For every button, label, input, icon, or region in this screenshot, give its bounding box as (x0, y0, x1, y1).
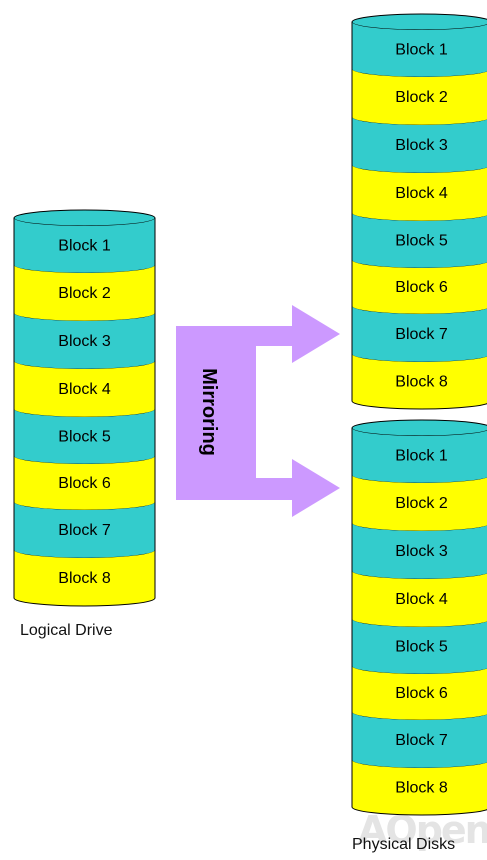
physical-disk-2-block-7-label: Block 7 (395, 732, 448, 749)
mirroring-arrow: Mirroring (176, 305, 340, 517)
logical-drive-block-2-band (14, 265, 155, 321)
physical-disk-1-block-6-label: Block 6 (395, 279, 448, 296)
physical-disk-1-block-1-band (352, 22, 487, 77)
logical-drive-label: Logical Drive (20, 622, 113, 639)
physical-disk-1-block-3-label: Block 3 (395, 137, 448, 154)
physical-disk-1-block-2-label: Block 2 (395, 89, 448, 106)
physical-disk-2-top-cap (351, 419, 487, 437)
physical-disk-1-block-8-band (352, 354, 487, 409)
physical-disk-1-block-6-band (352, 260, 487, 314)
mirroring-label: Mirroring (198, 368, 220, 456)
physical-disk-2-block-8-band (352, 760, 487, 815)
physical-disk-2-block-2-band (352, 475, 487, 531)
logical-drive-block-2-label: Block 2 (58, 285, 111, 302)
physical-disk-2-cylinder: Block 1 Block 2 Block 3 Block 4 Block 5 Block… (351, 419, 487, 816)
logical-drive-block-1-band (14, 218, 155, 273)
physical-disk-1-block-5-label: Block 5 (395, 233, 448, 250)
physical-disks-label: Physical Disks (352, 836, 456, 853)
physical-disk-1-block-7-label: Block 7 (395, 326, 448, 343)
physical-disk-2-block-3-band (352, 523, 487, 579)
logical-drive-cylinder: Block 1 Block 2 Block 3 Block 4 Block 5 Block… (13, 209, 156, 607)
physical-disk-2-block-8-divider (351, 806, 487, 816)
physical-disk-2-block-6-label: Block 6 (395, 685, 448, 702)
mirroring-arrow-shape (176, 305, 340, 517)
physical-disk-2-block-5-label: Block 5 (395, 639, 448, 656)
physical-disk-1-block-1-label: Block 1 (395, 42, 448, 59)
logical-drive-block-1-label: Block 1 (58, 238, 111, 255)
physical-disk-1-block-8-divider (351, 400, 487, 410)
physical-disk-1-block-8-label: Block 8 (395, 374, 448, 391)
logical-drive-block-3-band (14, 313, 155, 369)
physical-disk-1-cylinder: Block 1 Block 2 Block 3 Block 4 Block 5 Block… (351, 13, 487, 410)
physical-disk-2-block-2-label: Block 2 (395, 495, 448, 512)
physical-disk-1-block-4-band (352, 165, 487, 221)
logical-drive-block-4-band (14, 361, 155, 417)
physical-disk-2-block-4-label: Block 4 (395, 591, 448, 608)
logical-drive-block-8-divider (13, 597, 156, 607)
physical-disk-2-block-5-band (352, 619, 487, 674)
physical-disk-2-block-3-label: Block 3 (395, 543, 448, 560)
logical-drive-block-3-label: Block 3 (58, 333, 111, 350)
logical-drive-block-8-band (14, 550, 155, 606)
physical-disk-1-block-7-band (352, 306, 487, 362)
physical-disk-2-block-1-label: Block 1 (395, 448, 448, 465)
physical-disk-1-top-cap (351, 13, 487, 31)
logical-drive-block-7-band (14, 502, 155, 558)
physical-disk-1-block-4-label: Block 4 (395, 185, 448, 202)
logical-drive-block-4-label: Block 4 (58, 381, 111, 398)
physical-disk-2-block-6-band (352, 666, 487, 720)
physical-disk-2-block-4-band (352, 571, 487, 627)
physical-disk-2-block-1-band (352, 428, 487, 483)
logical-drive-top-cap (13, 209, 156, 227)
physical-disk-1-block-5-band (352, 213, 487, 268)
physical-disk-1-block-3-band (352, 117, 487, 173)
logical-drive-block-6-label: Block 6 (58, 475, 111, 492)
logical-drive-block-6-band (14, 456, 155, 510)
physical-disk-2-block-8-label: Block 8 (395, 780, 448, 797)
logical-drive-block-5-band (14, 409, 155, 464)
logical-drive-block-7-label: Block 7 (58, 522, 111, 539)
physical-disk-1-block-2-band (352, 69, 487, 125)
logical-drive-block-5-label: Block 5 (58, 429, 111, 446)
logical-drive-block-8-label: Block 8 (58, 570, 111, 587)
physical-disk-2-block-7-band (352, 712, 487, 768)
